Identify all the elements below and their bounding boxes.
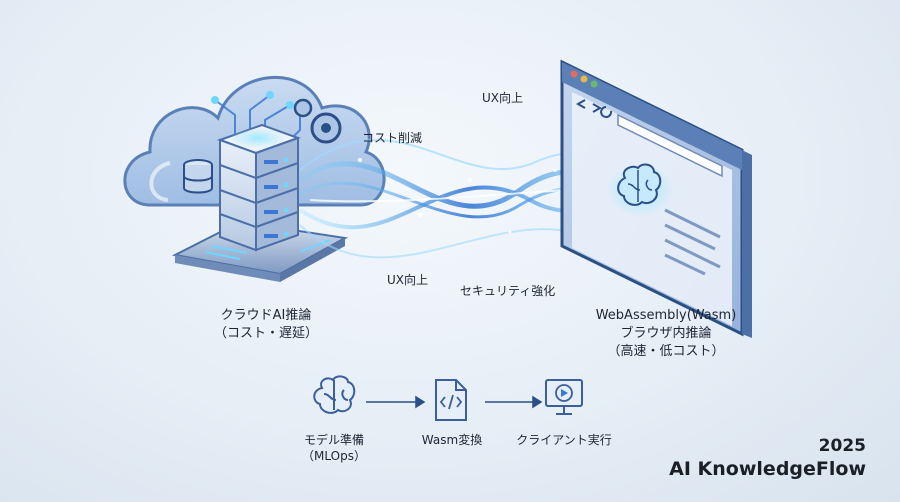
gear-icon (310, 112, 342, 144)
monitor-play-icon (545, 379, 583, 415)
cost-reduction-label: コスト削減 (362, 131, 423, 145)
browser-line3-text: （高速・低コスト） (607, 344, 725, 359)
brand-name: AI KnowledgeFlow (669, 458, 866, 480)
flow-step-2-label: Wasm変換 (421, 433, 483, 447)
flow-step-3: クライアント実行 (508, 432, 620, 448)
browser-title: WebAssembly(Wasm) ブラウザ内推論 （高速・低コスト） (578, 307, 754, 361)
browser-window (560, 59, 752, 338)
window-controls (570, 70, 598, 88)
brain-icon (313, 375, 356, 414)
cloud-subtitle-text: （コスト・遅延） (213, 326, 318, 341)
flow-step-1: モデル準備 （MLOps） (282, 432, 386, 464)
database-icon (183, 159, 213, 194)
server-rack-icon (217, 123, 301, 252)
flow-step-1-label: モデル準備 (303, 433, 364, 447)
flow-arrow (485, 395, 543, 409)
ux-top-label: UX向上 (482, 91, 524, 105)
flow-step-1-sublabel: （MLOps） (302, 449, 366, 463)
gear-icon (293, 98, 313, 118)
security-label: セキュリティ強化 (460, 284, 556, 298)
browser-line2-text: ブラウザ内推論 (620, 326, 712, 341)
brain-icon (606, 163, 674, 216)
code-file-icon (435, 379, 467, 421)
flow-step-2: Wasm変換 (408, 432, 496, 448)
flow-arrow (366, 395, 426, 409)
cloud-title-text: クラウドAI推論 (220, 308, 312, 323)
brand-year: 2025 (818, 436, 866, 456)
nav-arrows-icon (575, 99, 613, 118)
flow-step-3-label: クライアント実行 (516, 433, 612, 447)
cloud-title: クラウドAI推論 （コスト・遅延） (206, 307, 326, 343)
browser-title-text: WebAssembly(Wasm) (595, 308, 737, 323)
ux-bottom-label: UX向上 (387, 273, 429, 287)
